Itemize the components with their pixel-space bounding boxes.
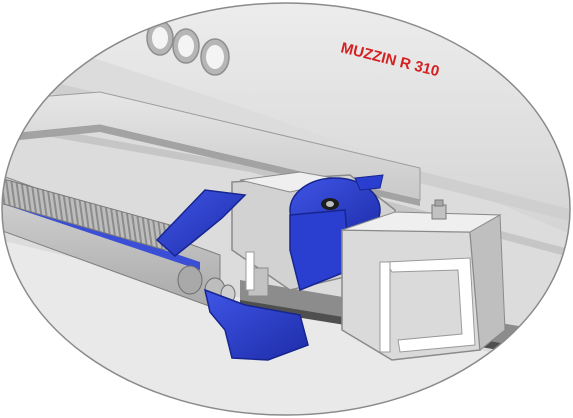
blue-tab — [354, 174, 384, 191]
blue-clamp — [203, 288, 309, 361]
upper-wall-panel — [2, 3, 570, 235]
blue-lever-arm — [155, 189, 247, 257]
bolt — [431, 199, 447, 220]
bracket-slot — [245, 251, 255, 291]
top-beam-shadow — [2, 125, 420, 206]
ventilation-holes — [146, 20, 230, 76]
spring — [2, 177, 171, 251]
square-tube — [341, 211, 506, 361]
